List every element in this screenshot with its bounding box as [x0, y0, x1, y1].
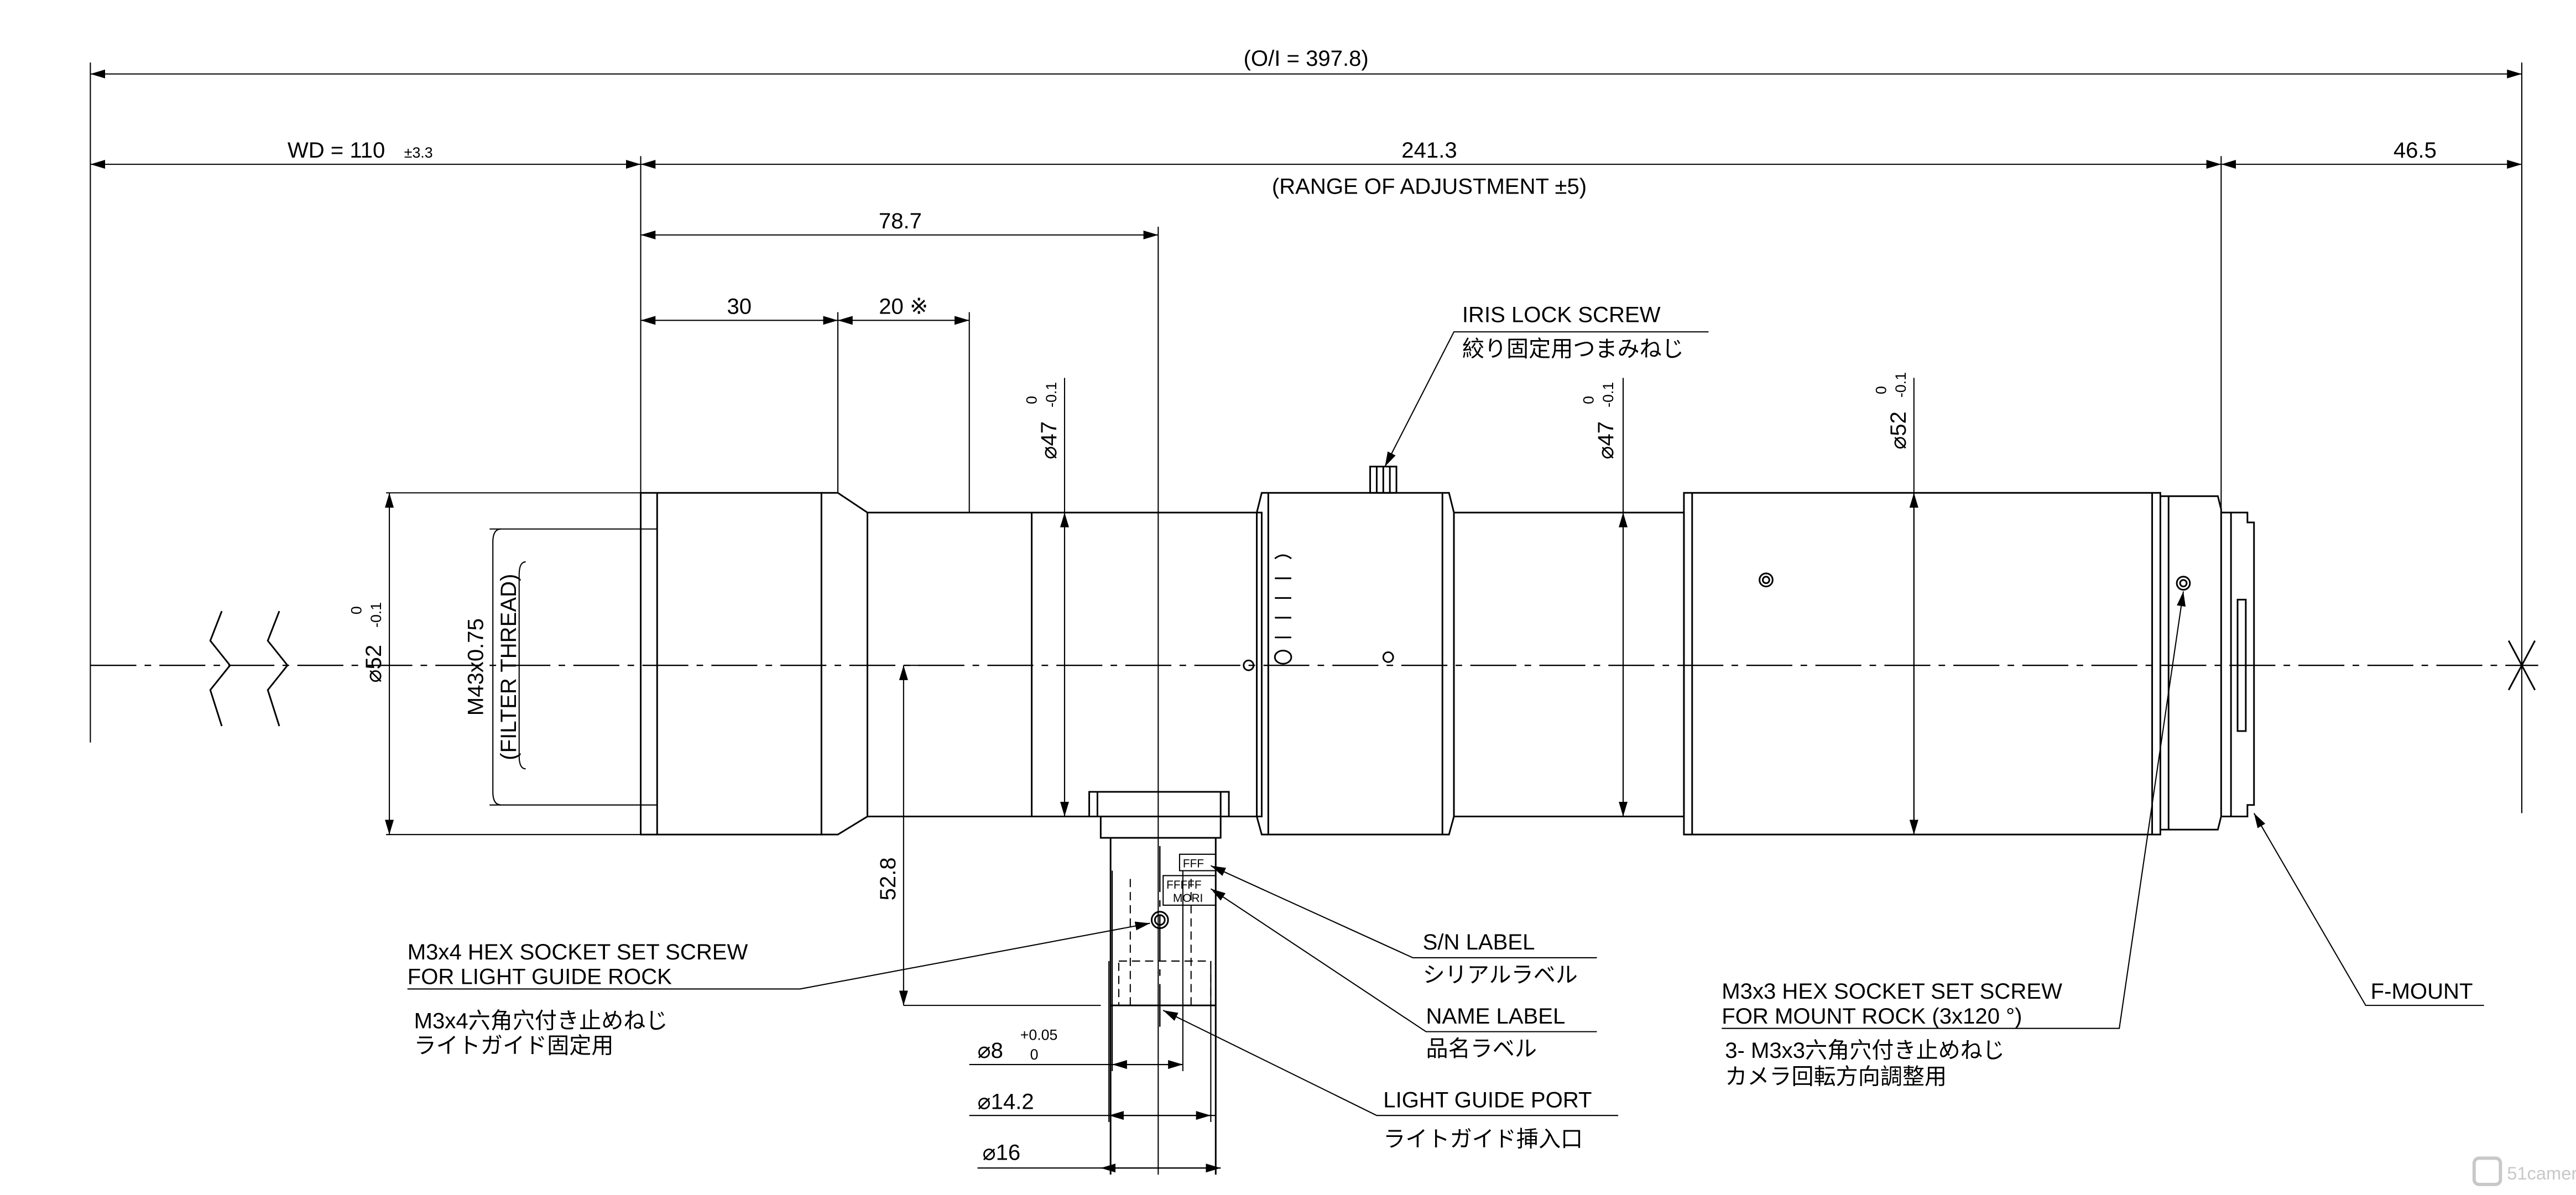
callout-mount-screw-jp1: 3- M3x3六角穴付き止めねじ [1725, 1039, 2005, 1063]
dim-port-height: 52.8 [876, 857, 900, 900]
callout-name-en: NAME LABEL [1426, 1004, 1566, 1029]
dim-port-pos: 78.7 [879, 209, 922, 233]
dim-dia-rear-tol-up: 0 [1873, 386, 1889, 394]
dim-dia-mid2: ⌀47 [1594, 421, 1618, 460]
dim-dia-front-tol-up: 0 [348, 606, 365, 614]
image-plane-mark [2507, 640, 2536, 691]
dim-port-d8-tol-low: 0 [1030, 1046, 1039, 1063]
callout-lg-screw-en2: FOR LIGHT GUIDE ROCK [408, 964, 672, 989]
dim-filter-thread-note: (FILTER THREAD) [497, 574, 521, 760]
iris-scale-marks [1243, 554, 1394, 671]
dimension-lines [90, 69, 2522, 1173]
svg-text:51camera: 51camera [2507, 1163, 2576, 1183]
dim-port-d8: ⌀8 [978, 1039, 1003, 1063]
dim-dia-rear: ⌀52 [1886, 411, 1911, 450]
dim-adjust: 241.3 [1401, 138, 1457, 163]
callout-fmount: F-MOUNT [2371, 979, 2473, 1004]
hex-screw-icon [1150, 572, 2191, 929]
break-marks [209, 610, 289, 727]
light-guide-port [1088, 791, 1230, 1175]
dim-dia-mid1: ⌀47 [1037, 421, 1061, 460]
dim-dia-front: ⌀52 [362, 645, 386, 683]
dim-adjust-note: (RANGE OF ADJUSTMENT ±5) [1272, 175, 1587, 199]
callout-iris-en: IRIS LOCK SCREW [1462, 302, 1661, 327]
name-tag-text-1: FFFFF [1166, 879, 1201, 891]
callout-mount-screw-en2: FOR MOUNT ROCK (3x120 °) [1722, 1004, 2022, 1029]
sn-tag-text: FFF [1183, 858, 1204, 870]
dim-overall: (O/I = 397.8) [1244, 46, 1369, 71]
dim-port-d8-tol-up: +0.05 [1020, 1026, 1058, 1043]
dim-front-len: 30 [727, 294, 752, 319]
callout-mount-screw-jp2: カメラ回転方向調整用 [1725, 1065, 1947, 1089]
dim-taper-len: 20 ※ [879, 294, 928, 319]
callout-port-jp: ライトガイド挿入口 [1383, 1128, 1583, 1152]
callout-name-jp: 品名ラベル [1426, 1037, 1537, 1061]
extension-lines [90, 62, 2523, 1175]
dim-dia-mid2-tol-up: 0 [1581, 396, 1597, 404]
name-tag-text-2: MORI [1173, 892, 1203, 905]
dim-dia-rear-tol-low: -0.1 [1892, 372, 1909, 398]
callout-lg-screw-jp1: M3x4六角穴付き止めねじ [414, 1009, 668, 1034]
dim-wd-tol: ±3.3 [404, 144, 433, 161]
lens-body [640, 492, 2255, 836]
dim-dia-mid1-tol-up: 0 [1023, 396, 1040, 404]
callout-mount-screw-en1: M3x3 HEX SOCKET SET SCREW [1722, 979, 2062, 1004]
dim-dia-front-tol-low: -0.1 [368, 602, 384, 628]
dim-dia-mid2-tol-low: -0.1 [1600, 382, 1616, 408]
callout-lg-screw-en1: M3x4 HEX SOCKET SET SCREW [408, 940, 748, 964]
callout-leaders [407, 331, 2484, 1116]
dim-port-d16: ⌀16 [982, 1140, 1020, 1165]
dim-dia-mid1-tol-low: -0.1 [1043, 382, 1060, 408]
callout-lg-screw-jp2: ライトガイド固定用 [414, 1034, 614, 1058]
callout-sn-en: S/N LABEL [1423, 930, 1535, 954]
callout-port-en: LIGHT GUIDE PORT [1383, 1088, 1592, 1112]
watermark-logo: 51camera [2472, 1156, 2576, 1186]
callout-iris-jp: 絞り固定用つまみねじ [1462, 337, 1684, 362]
dim-port-d14: ⌀14.2 [978, 1089, 1034, 1114]
iris-lock-knob [1369, 466, 1397, 494]
dim-filter-thread: M43x0.75 [463, 618, 488, 716]
dim-wd: WD = 110 [288, 138, 385, 163]
dim-mount-len: 46.5 [2394, 138, 2437, 163]
callout-sn-jp: シリアルラベル [1423, 963, 1578, 988]
